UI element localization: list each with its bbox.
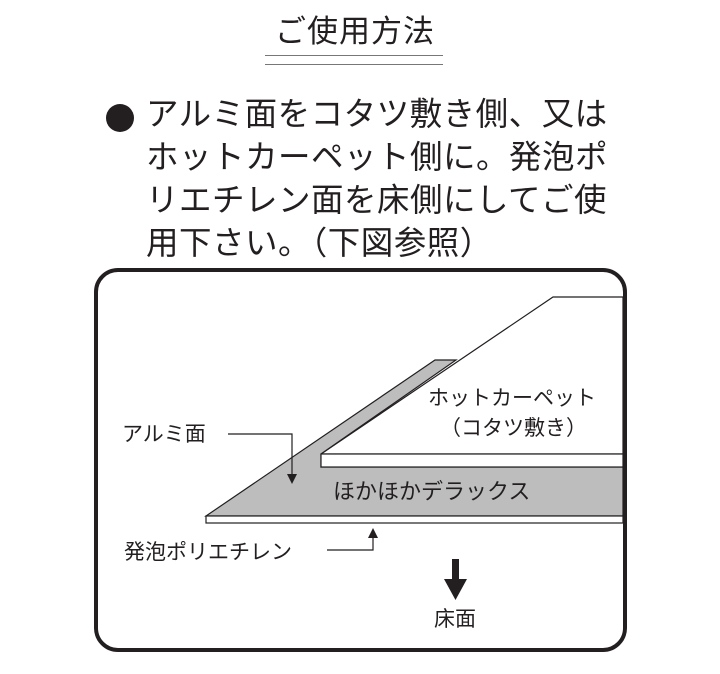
floor-arrow-shaft [452,559,459,581]
instruction-line: リエチレン面を床側にしてご使 [146,181,608,219]
instruction-line: ホットカーペット側に。発泡ポ [146,138,609,176]
instruction-line: アルミ面をコタツ敷き側、又は [146,95,608,133]
aluminum-arrow-icon [287,474,297,484]
carpet-bottom-layer [320,453,624,468]
label-floor: 床面 [434,607,476,631]
instruction-line: 用下さい。（下図参照） [146,224,493,262]
label-aluminum-side: アルミ面 [122,422,206,446]
foam-arrow-icon [368,528,378,538]
foam-leader-line [327,534,374,551]
aluminum-leader-line [228,433,293,478]
label-kotatsu: （コタツ敷き） [440,416,587,440]
label-hot-carpet: ホットカーペット [428,386,596,410]
page-title: ご使用方法 [275,14,435,50]
title-underline-top [265,55,443,56]
title-underline-bottom [265,64,443,65]
bullet-icon [106,104,134,132]
label-foam-polyethylene: 発泡ポリエチレン [124,540,292,564]
foam-layer [205,515,624,524]
floor-arrow-icon [444,579,467,600]
label-product: ほかほかデラックス [333,480,531,505]
